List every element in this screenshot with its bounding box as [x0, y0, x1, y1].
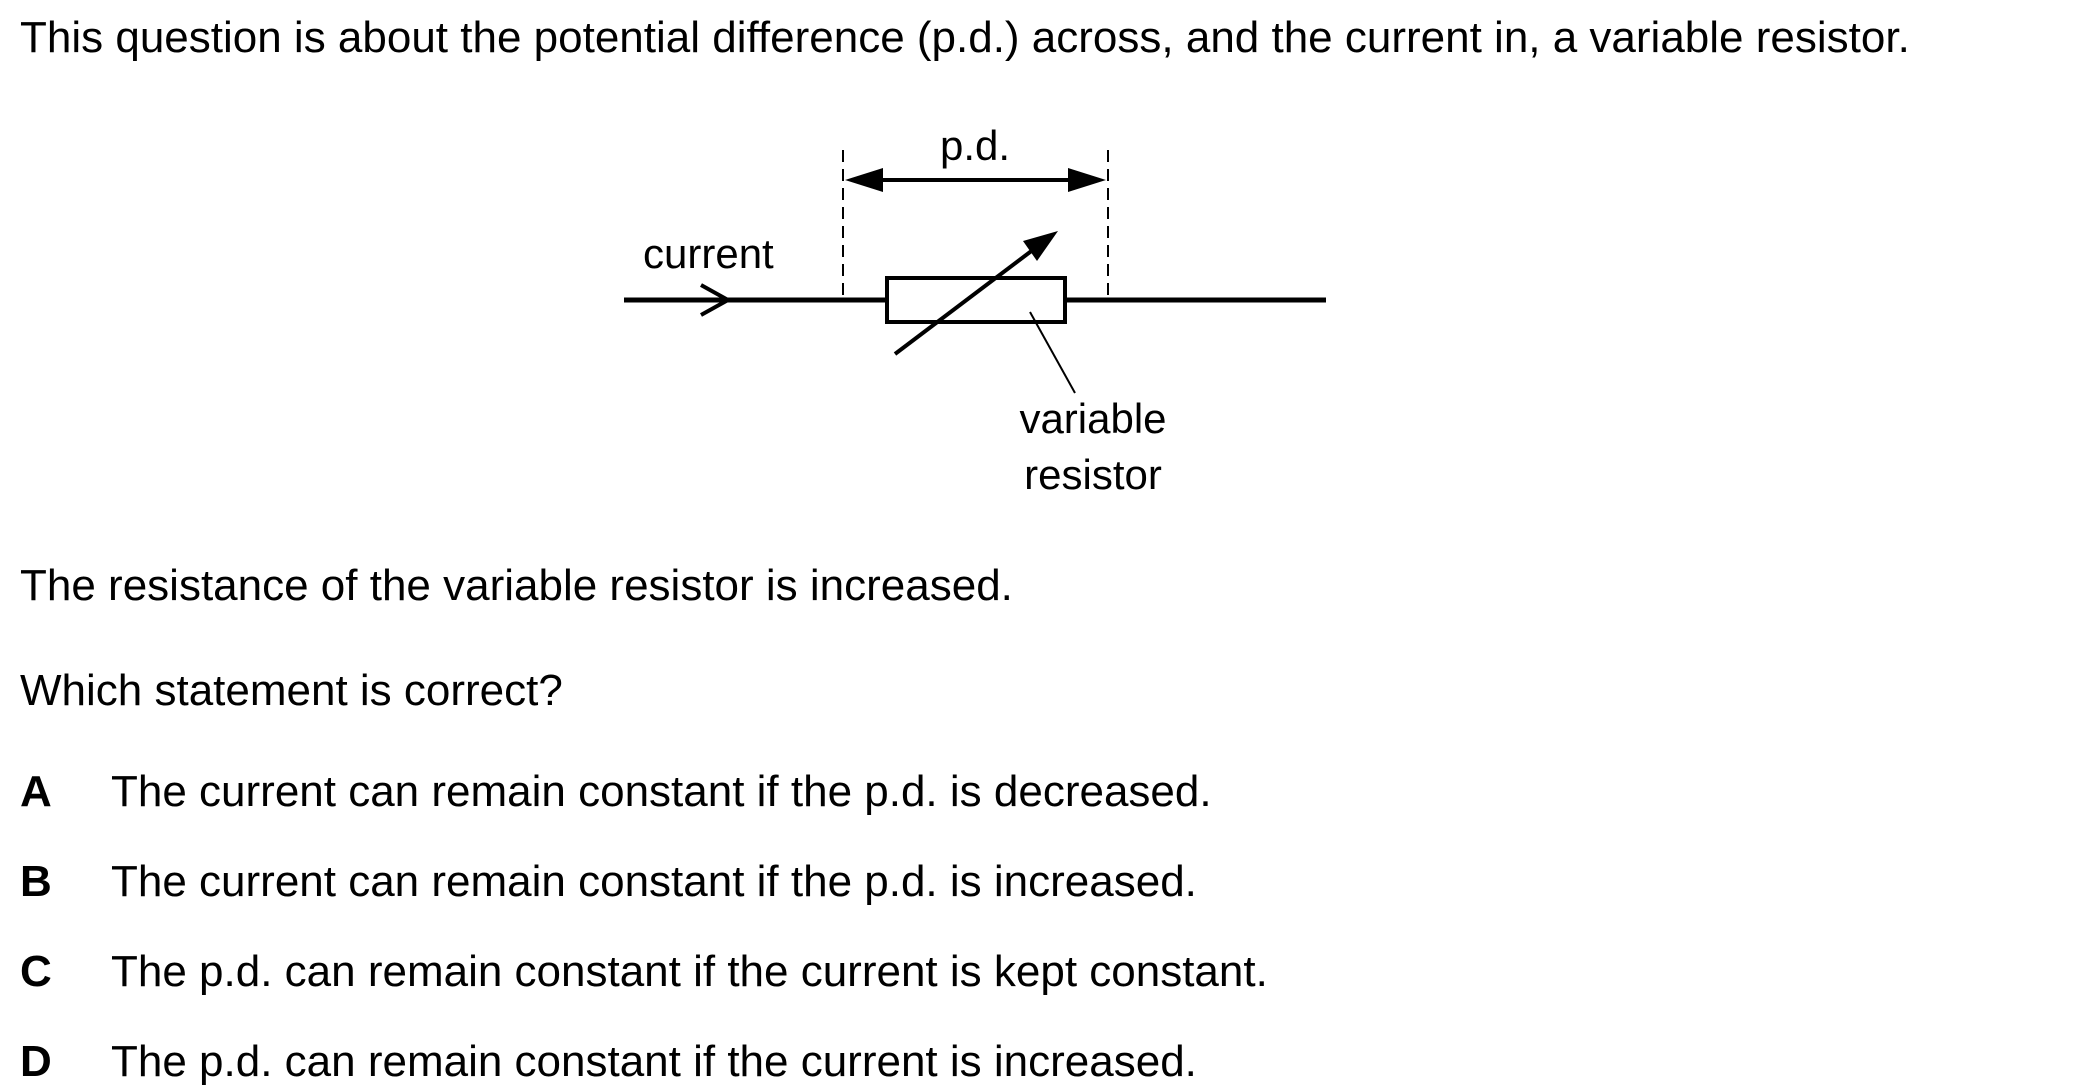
option-letter: A [20, 767, 52, 816]
option-text: The current can remain constant if the p… [111, 857, 1197, 906]
pd-label: p.d. [940, 122, 1010, 169]
current-label: current [643, 230, 774, 277]
option-text: The current can remain constant if the p… [111, 767, 1212, 816]
resistor-label-line2: resistor [1024, 451, 1162, 498]
variable-resistor-symbol [885, 276, 1067, 324]
resistor-label-pointer [1029, 311, 1076, 394]
option-letter: D [20, 1037, 52, 1086]
option-text: The p.d. can remain constant if the curr… [111, 1037, 1197, 1086]
question-statement: The resistance of the variable resistor … [20, 561, 1013, 610]
option-text: The p.d. can remain constant if the curr… [111, 947, 1268, 996]
option-letter: B [20, 857, 52, 906]
question-prompt: Which statement is correct? [20, 666, 563, 715]
option-letter: C [20, 947, 52, 996]
variable-arrow-icon [893, 231, 1058, 356]
pd-double-arrow [845, 168, 1106, 192]
current-direction-arrow-icon [700, 283, 733, 317]
question-intro: This question is about the potential dif… [20, 13, 1910, 62]
resistor-label-line1: variable [1019, 395, 1166, 442]
